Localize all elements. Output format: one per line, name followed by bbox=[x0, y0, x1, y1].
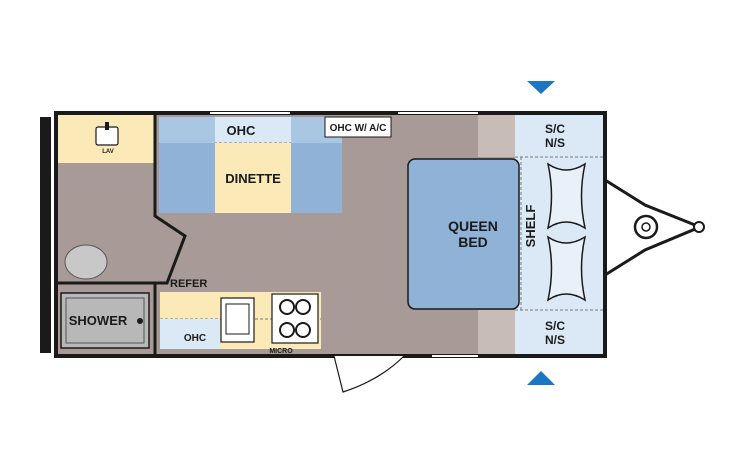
label-ohc-bottom: OHC bbox=[184, 333, 206, 344]
label-ohc-top: OHC bbox=[227, 123, 257, 138]
front-gray-panel-bottom bbox=[478, 310, 515, 356]
bottom-arrow-icon bbox=[527, 371, 555, 385]
dinette-seat-right bbox=[291, 143, 342, 213]
entry-door bbox=[333, 355, 405, 393]
top-arrow-icon bbox=[527, 81, 555, 94]
outer-wall bbox=[54, 111, 607, 358]
shower-drain-icon bbox=[137, 318, 143, 324]
burner-3-icon bbox=[279, 322, 295, 338]
stove bbox=[271, 293, 319, 344]
dinette-table bbox=[215, 143, 291, 213]
hitch-coupler-icon bbox=[693, 221, 705, 233]
burner-4-icon bbox=[295, 322, 311, 338]
label-shelf: SHELF bbox=[523, 205, 538, 248]
shower bbox=[60, 292, 150, 349]
burner-2-icon bbox=[295, 299, 311, 315]
jack-icon bbox=[633, 214, 659, 240]
jack-inner-icon bbox=[641, 222, 651, 232]
label-ohc-ac: OHC W/ A/C bbox=[330, 123, 387, 134]
bathroom-wall bbox=[56, 113, 187, 285]
burner-1-icon bbox=[279, 299, 295, 315]
queen-bed bbox=[407, 158, 520, 310]
label-sc-top: S/C bbox=[545, 122, 565, 136]
kitchen-sink-basin bbox=[225, 303, 250, 335]
label-bed: BED bbox=[458, 234, 488, 250]
dinette-backrest-left bbox=[159, 117, 215, 143]
label-sc-bottom: S/C bbox=[545, 319, 565, 333]
shower-pan bbox=[65, 297, 145, 344]
dinette-seat-left bbox=[159, 143, 215, 213]
shelf-pillow-bottom bbox=[546, 235, 587, 302]
label-refer: REFER bbox=[170, 278, 207, 290]
front-storage bbox=[515, 113, 605, 356]
label-ns-bottom: N/S bbox=[545, 333, 565, 347]
toilet bbox=[64, 244, 108, 280]
label-shower: SHOWER bbox=[69, 313, 128, 328]
ohc-ac-cabinet bbox=[324, 116, 392, 138]
label-ns-top: N/S bbox=[545, 136, 565, 150]
rear-bumper bbox=[40, 117, 51, 353]
label-queen: QUEEN bbox=[448, 218, 498, 234]
front-gray-panel-top bbox=[478, 113, 515, 157]
lav-faucet bbox=[105, 122, 109, 130]
label-micro: MICRO bbox=[269, 348, 293, 355]
label-lav: LAV bbox=[102, 149, 114, 155]
label-dinette: DINETTE bbox=[225, 171, 281, 186]
galley-ohc bbox=[160, 319, 220, 349]
shelf-pillow-top bbox=[546, 162, 587, 230]
